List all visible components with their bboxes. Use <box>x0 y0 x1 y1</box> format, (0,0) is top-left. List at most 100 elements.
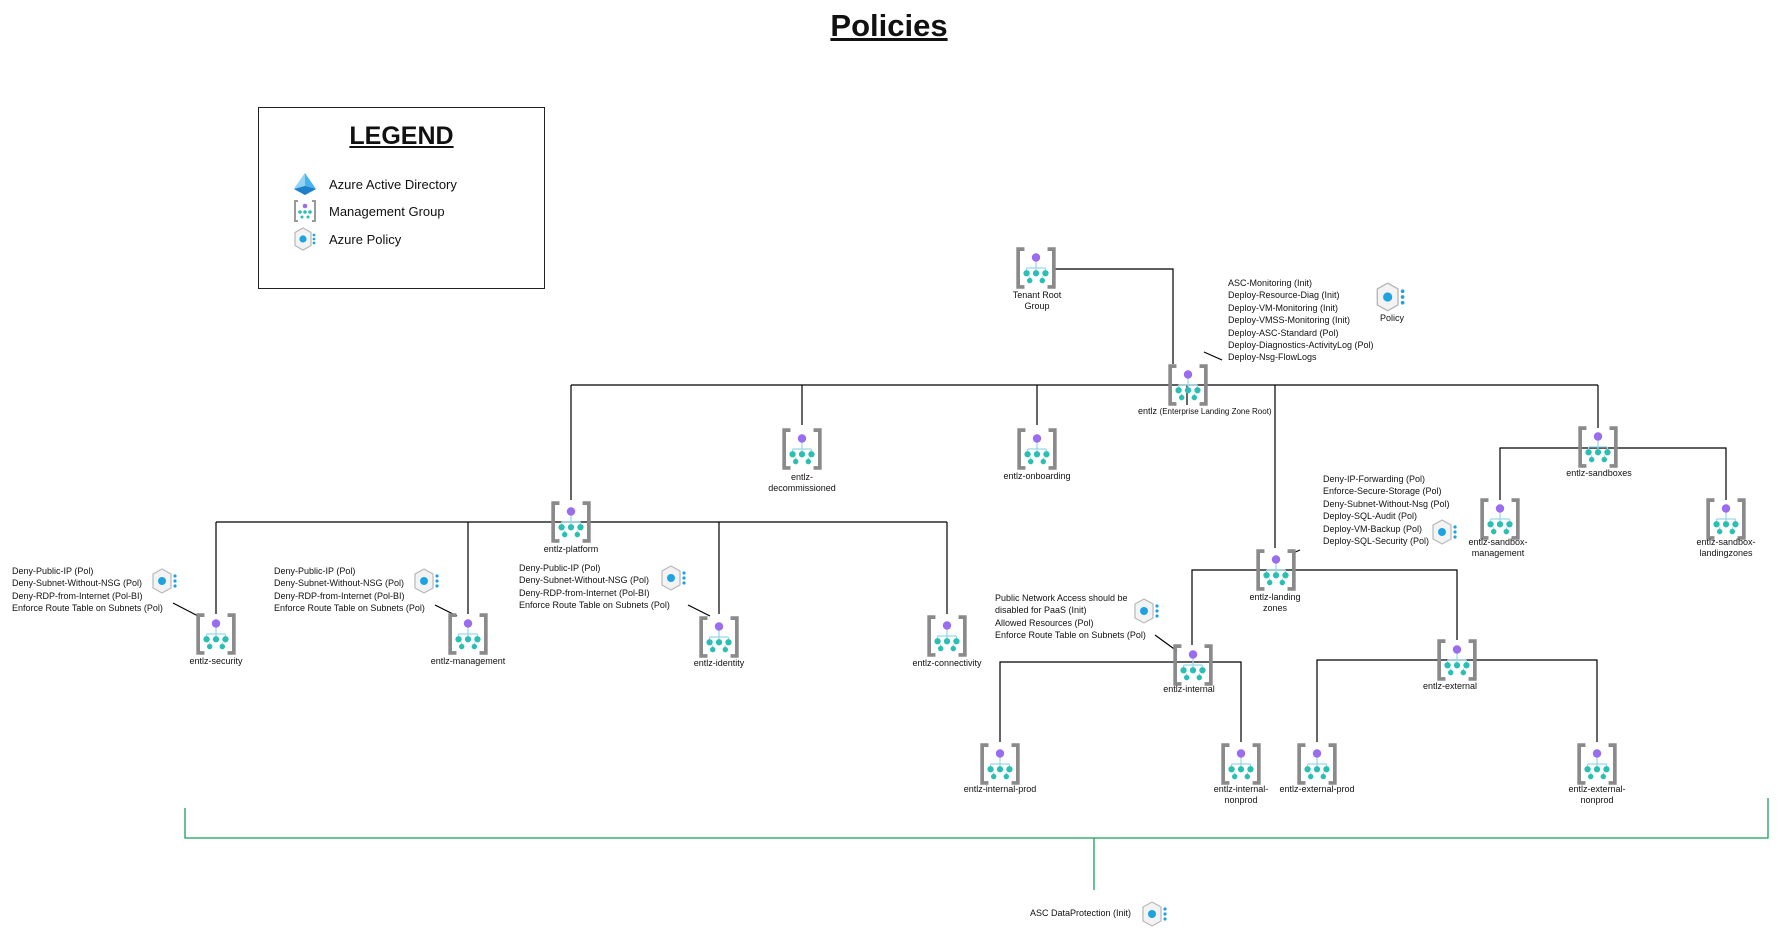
legend-label-aad: Azure Active Directory <box>329 176 457 192</box>
node-label-identity: entlz-identity <box>693 658 745 668</box>
management-group-icon-internal-prod <box>979 743 1021 790</box>
management-group-icon-external-prod <box>1296 743 1338 790</box>
legend-item-mg: Management Group <box>293 199 445 223</box>
policy-item: Deny-RDP-from-Internet (Pol-BI) <box>519 587 650 598</box>
azure-policy-icon-identity <box>660 565 690 596</box>
policy-item: Enforce-Secure-Storage (Pol) <box>1323 486 1442 497</box>
management-group-icon-sandbox-landingzones <box>1705 498 1747 545</box>
policy-item: Deploy-VMSS-Monitoring (Init) <box>1228 315 1351 326</box>
policy-list-identity: Deny-Public-IP (Pol) Deny-Subnet-Without… <box>519 562 670 612</box>
link-lz-children <box>1191 569 1458 645</box>
management-group-icon-connectivity <box>926 615 968 662</box>
page-title: Policies <box>830 8 948 43</box>
node-label-platform: entlz-platform <box>543 544 599 554</box>
legend-item-aad: Azure Active Directory <box>293 172 457 196</box>
legend-label-mg: Management Group <box>329 203 445 219</box>
legend-item-policy: Azure Policy <box>293 227 401 251</box>
management-group-icon-external <box>1436 639 1478 686</box>
node-label-tenant-root: Tenant Root Group <box>1012 290 1062 311</box>
node-label-security: entlz-security <box>189 656 243 666</box>
policy-item: Deny-Public-IP (Pol) <box>519 563 601 573</box>
policy-list-security: Deny-Public-IP (Pol) Deny-Subnet-Without… <box>12 565 163 615</box>
management-group-icon <box>294 200 316 222</box>
policy-item: Enforce Route Table on Subnets (Pol) <box>12 603 163 614</box>
policy-item: Deploy-Resource-Diag (Init) <box>1228 290 1340 301</box>
management-group-icon-sandboxes <box>1577 426 1619 473</box>
azure-policy-icon-bottom <box>1141 901 1171 932</box>
policy-item: Deny-Subnet-Without-NSG (Pol) <box>519 575 650 586</box>
policy-item: Enforce Route Table on Subnets (Pol) <box>519 600 670 611</box>
policy-item: Deploy-ASC-Standard (Pol) <box>1228 327 1339 338</box>
policy-item: Deploy-Diagnostics-ActivityLog (Pol) <box>1228 340 1374 351</box>
azure-policy-icon-landing-zones <box>1431 519 1461 550</box>
node-label-external-prod: entlz-external-prod <box>1279 784 1355 794</box>
leader-identity <box>687 604 711 617</box>
management-group-icon-external-nonprod <box>1576 743 1618 790</box>
management-group-icon-onboarding <box>1016 428 1058 475</box>
azure-policy-icon-root <box>1375 282 1410 318</box>
management-group-icon-internal-nonprod <box>1220 743 1262 790</box>
management-group-icon-platform <box>550 501 592 548</box>
policy-list-landing-zones: Deny-IP-Forwarding (Pol) Enforce-Secure-… <box>1323 473 1450 547</box>
management-group-icon-internal <box>1172 644 1214 691</box>
azure-active-directory-icon <box>294 173 316 195</box>
node-label-management: entlz-management <box>430 656 506 666</box>
policy-item: Deploy-VM-Monitoring (Init) <box>1228 302 1339 313</box>
link-tenant-entlz <box>1055 268 1174 364</box>
policy-item: Enforce Route Table on Subnets (Pol) <box>274 603 425 614</box>
azure-policy-icon-management <box>413 568 443 599</box>
management-group-icon-entlz <box>1167 364 1209 411</box>
link-internal-children <box>999 661 1242 742</box>
node-label-entlz: entlz (Enterprise Landing Zone Root) <box>1138 406 1272 417</box>
policy-item: Allowed Resources (Pol) <box>995 617 1094 628</box>
node-label-internal: entlz-internal <box>1163 684 1215 694</box>
node-label-landing-zones: entlz-landing zones <box>1249 592 1301 613</box>
node-label-entlz-sub: (Enterprise Landing Zone Root) <box>1159 407 1272 416</box>
management-group-icon-management <box>447 613 489 660</box>
policy-bottom: ASC DataProtection (Init) <box>1030 908 1132 918</box>
node-label-sandboxes: entlz-sandboxes <box>1566 468 1632 478</box>
policy-list-root: ASC-Monitoring (Init) Deploy-Resource-Di… <box>1228 277 1374 364</box>
node-label-external: entlz-external <box>1422 681 1478 691</box>
leader-root <box>1203 351 1223 361</box>
policy-item: Deny-IP-Forwarding (Pol) <box>1323 474 1426 484</box>
policy-item: Deploy-VM-Backup (Pol) <box>1323 523 1423 534</box>
management-group-icon-tenant-root <box>1015 247 1057 294</box>
leader-security <box>172 602 199 617</box>
policy-item: Deny-RDP-from-Internet (Pol-BI) <box>12 590 143 601</box>
node-label-internal-prod: entlz-internal-prod <box>963 784 1037 794</box>
node-label-internal-nonprod: entlz-internal-nonprod <box>1213 784 1269 805</box>
node-label-sandbox-management: entlz-sandbox-management <box>1468 537 1528 558</box>
policy-item: Deny-Subnet-Without-NSG (Pol) <box>12 578 143 589</box>
legend-title: LEGEND <box>349 122 454 150</box>
management-group-icon-landing-zones <box>1255 549 1297 596</box>
node-label-entlz-name: entlz <box>1138 406 1158 416</box>
bottom-bracket <box>184 798 1769 839</box>
management-group-icon-security <box>195 613 237 660</box>
policy-item: Deploy-SQL-Security (Pol) <box>1323 536 1430 547</box>
node-label-decommissioned: entlz-decommissioned <box>768 472 836 493</box>
policy-item: disabled for PaaS (Init) <box>995 605 1087 616</box>
policy-item: Deploy-SQL-Audit (Pol) <box>1323 511 1418 522</box>
management-group-icon-decommissioned <box>781 428 823 475</box>
management-group-icon-identity <box>698 616 740 663</box>
azure-policy-icon-security <box>151 568 181 599</box>
management-group-icon-sandbox-management <box>1479 498 1521 545</box>
legend: LEGEND Azure Active Directory Management… <box>258 107 545 289</box>
node-label-sandbox-landingzones: entlz-sandbox-landingzones <box>1696 537 1756 558</box>
policy-item: ASC-Monitoring (Init) <box>1228 278 1313 288</box>
legend-label-policy: Azure Policy <box>329 231 402 247</box>
policy-item: Deny-Public-IP (Pol) <box>12 566 94 576</box>
azure-policy-icon <box>294 227 316 251</box>
node-label-external-nonprod: entlz-external-nonprod <box>1568 784 1626 805</box>
policy-label: Policy <box>1379 313 1404 323</box>
policy-item: Deny-Public-IP (Pol) <box>274 566 356 576</box>
policy-item: Deploy-Nsg-FlowLogs <box>1228 352 1317 363</box>
policy-item: Enforce Route Table on Subnets (Pol) <box>995 630 1146 641</box>
node-label-connectivity: entlz-connectivity <box>912 658 982 668</box>
policy-item: Deny-RDP-from-Internet (Pol-BI) <box>274 590 405 601</box>
policy-item: Public Network Access should be <box>995 593 1128 603</box>
link-sandbox-mgmt <box>1499 447 1727 500</box>
policy-list-internal: Public Network Access should be disabled… <box>995 592 1146 642</box>
policy-item: Deny-Subnet-Without-Nsg (Pol) <box>1323 498 1450 509</box>
